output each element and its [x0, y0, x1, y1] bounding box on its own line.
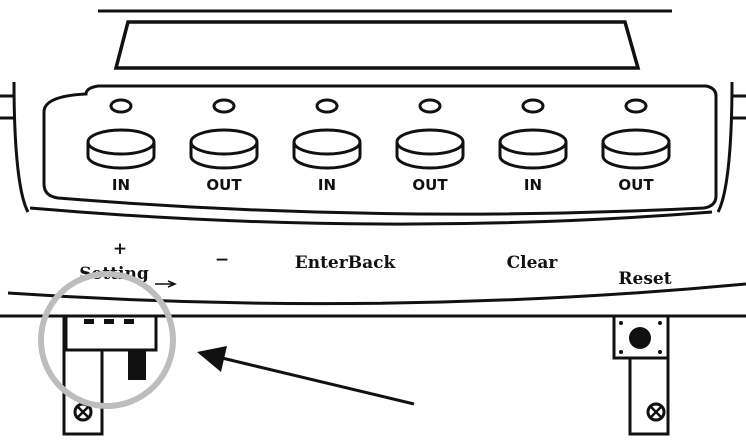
- right-side-contour: [716, 81, 734, 213]
- key-button-top[interactable]: [498, 128, 568, 156]
- reset-button[interactable]: [629, 327, 651, 349]
- key-button-top[interactable]: [601, 128, 671, 156]
- keypad-key[interactable]: IN: [292, 98, 362, 194]
- dip-pin-1: [84, 319, 94, 324]
- clear-label: Clear: [507, 253, 559, 273]
- reset-label: Reset: [618, 269, 671, 289]
- key-indicator-led: [624, 98, 648, 114]
- setting-small-arrow: [155, 280, 177, 288]
- keypad-key[interactable]: IN: [86, 98, 156, 194]
- reset-bracket: [628, 358, 670, 436]
- key-button-top[interactable]: [189, 128, 259, 156]
- reset-corner-dot: [658, 321, 662, 325]
- left-side-contour: [12, 81, 30, 213]
- keypad-panel-bottom-edge: [29, 206, 713, 226]
- switch-bracket: [62, 316, 104, 436]
- switch-highlight-circle: [38, 271, 176, 409]
- body-curve: [7, 282, 746, 306]
- dip-pin-3: [124, 319, 134, 324]
- key-indicator-led: [212, 98, 236, 114]
- key-label: OUT: [412, 176, 448, 194]
- key-button-top[interactable]: [395, 128, 465, 156]
- keypad-key[interactable]: IN: [498, 98, 568, 194]
- key-indicator-led: [315, 98, 339, 114]
- reset-corner-dot: [619, 350, 623, 354]
- key-indicator-led: [109, 98, 133, 114]
- enterback-label: EnterBack: [295, 253, 397, 273]
- keypad-key[interactable]: OUT: [189, 98, 259, 194]
- keypad-panel: [42, 84, 718, 216]
- key-label: OUT: [618, 176, 654, 194]
- keypad-key[interactable]: OUT: [601, 98, 671, 194]
- pointer-arrow-shaft: [221, 356, 415, 406]
- key-indicator-led: [521, 98, 545, 114]
- dip-pin-2: [104, 319, 114, 324]
- reset-corner-dot: [658, 350, 662, 354]
- keypad-keys: IN OUT IN OUT IN OUT: [86, 98, 671, 194]
- display-window: [113, 20, 641, 70]
- key-button-top[interactable]: [292, 128, 362, 156]
- right-screw-cross-icon: [650, 406, 662, 418]
- minus-label: −: [215, 250, 229, 270]
- key-label: IN: [112, 176, 130, 194]
- dip-switch-lever: [128, 350, 146, 380]
- reset-corner-dot: [619, 321, 623, 325]
- left-bracket: [0, 94, 14, 120]
- key-label: IN: [318, 176, 336, 194]
- key-label: OUT: [206, 176, 242, 194]
- key-label: IN: [524, 176, 542, 194]
- left-screw-cross-icon: [77, 406, 89, 418]
- key-button-top[interactable]: [86, 128, 156, 156]
- pointer-arrow-head: [197, 346, 227, 372]
- keypad-key[interactable]: OUT: [395, 98, 465, 194]
- key-indicator-led: [418, 98, 442, 114]
- plus-label: +: [113, 239, 127, 259]
- right-bracket: [732, 94, 746, 120]
